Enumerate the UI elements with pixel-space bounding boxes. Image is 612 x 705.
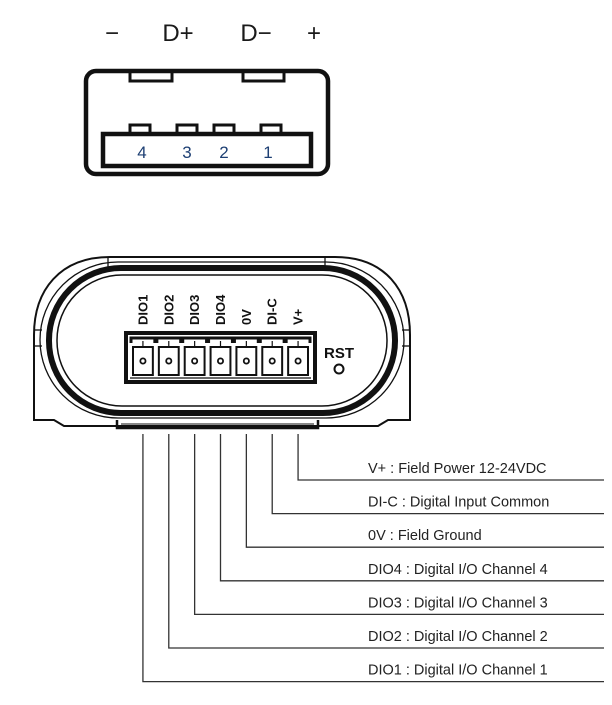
terminal-slot xyxy=(207,336,234,376)
terminal-label: DIO1 xyxy=(135,295,150,325)
terminal-clamp xyxy=(207,336,234,343)
terminal-clamp xyxy=(232,336,260,343)
device-housing-outline xyxy=(33,256,411,427)
terminal-label: DIO4 xyxy=(213,294,228,325)
leader-line xyxy=(219,434,604,582)
usb-latch-tab xyxy=(128,72,174,83)
terminal-slot xyxy=(181,336,209,376)
leader-line xyxy=(142,434,604,683)
usb-tongue xyxy=(100,131,314,169)
pin-leader-lines xyxy=(142,434,604,683)
usb-contact xyxy=(212,123,236,134)
terminal-slot xyxy=(232,336,260,376)
leader-line xyxy=(168,434,604,649)
terminal-block xyxy=(124,331,317,384)
reset-label: RST xyxy=(324,345,354,362)
terminal-opening xyxy=(157,346,180,376)
terminal-screw xyxy=(165,357,173,365)
terminal-slots xyxy=(129,336,312,376)
terminal-opening xyxy=(261,346,284,376)
terminal-opening xyxy=(235,346,258,376)
terminal-label: 0V xyxy=(239,309,254,325)
pin-description: V+ : Field Power 12-24VDC xyxy=(368,461,547,477)
terminal-label: DI-C xyxy=(265,298,280,325)
terminal-slot xyxy=(129,336,157,376)
terminal-screw xyxy=(139,357,147,365)
pin-description: DIO2 : Digital I/O Channel 2 xyxy=(368,629,548,645)
usb-signal-label: + xyxy=(307,20,321,47)
usb-signal-label: D+ xyxy=(162,20,193,47)
usb-connector: − D+ D− + 4 3 2 1 xyxy=(83,20,331,177)
usb-contact xyxy=(128,123,152,134)
terminal-clamp xyxy=(155,336,183,343)
pin-description-list: V+ : Field Power 12-24VDC DI-C : Digital … xyxy=(368,461,549,679)
pin-description: 0V : Field Ground xyxy=(368,528,482,544)
usb-signal-label: − xyxy=(105,20,119,47)
terminal-slot xyxy=(284,336,312,376)
usb-pin-number: 3 xyxy=(182,143,191,162)
terminal-label: V+ xyxy=(291,308,306,325)
usb-contact xyxy=(259,123,283,134)
terminal-opening xyxy=(132,346,154,376)
terminal-slot xyxy=(155,336,183,376)
terminal-clamp xyxy=(258,336,286,343)
pin-description: DIO4 : Digital I/O Channel 4 xyxy=(368,562,548,578)
device-bezel xyxy=(46,265,398,416)
pin-description: DIO3 : Digital I/O Channel 3 xyxy=(368,595,548,611)
leader-line xyxy=(297,434,604,481)
usb-shell xyxy=(83,68,331,177)
terminal-clamp xyxy=(181,336,209,343)
usb-pin-number: 4 xyxy=(137,143,146,162)
terminal-screw xyxy=(191,357,199,365)
terminal-screw xyxy=(216,357,224,365)
terminal-labels: DIO1 DIO2 DIO3 DIO4 0V DI-C V+ xyxy=(135,294,305,325)
terminal-screw xyxy=(294,357,302,365)
terminal-opening xyxy=(287,346,309,376)
terminal-slot xyxy=(258,336,286,376)
terminal-clamp xyxy=(129,336,157,343)
pin-description: DI-C : Digital Input Common xyxy=(368,495,549,511)
leader-line xyxy=(271,434,604,515)
usb-contact xyxy=(175,123,199,134)
device-bottom-tab xyxy=(115,420,320,430)
usb-latch-tab xyxy=(241,72,286,83)
device-ring-inner xyxy=(56,274,388,407)
terminal-opening xyxy=(183,346,206,376)
device-face: DIO1 DIO2 DIO3 DIO4 0V DI-C V+ RST xyxy=(33,256,411,430)
terminal-clamp xyxy=(284,336,312,343)
terminal-screw xyxy=(242,357,250,365)
terminal-label: DIO2 xyxy=(161,295,176,325)
device-ring-outer xyxy=(39,261,405,419)
terminal-opening xyxy=(209,346,232,376)
terminal-screw xyxy=(268,357,276,365)
leader-line xyxy=(193,434,604,616)
pin-description: DIO1 : Digital I/O Channel 1 xyxy=(368,663,548,679)
usb-signal-label: D− xyxy=(240,20,271,47)
leader-line xyxy=(245,434,604,548)
usb-pin-number: 2 xyxy=(219,143,228,162)
terminal-label: DIO3 xyxy=(187,295,202,325)
reset-button[interactable] xyxy=(333,363,345,375)
usb-pin-number: 1 xyxy=(263,143,272,162)
